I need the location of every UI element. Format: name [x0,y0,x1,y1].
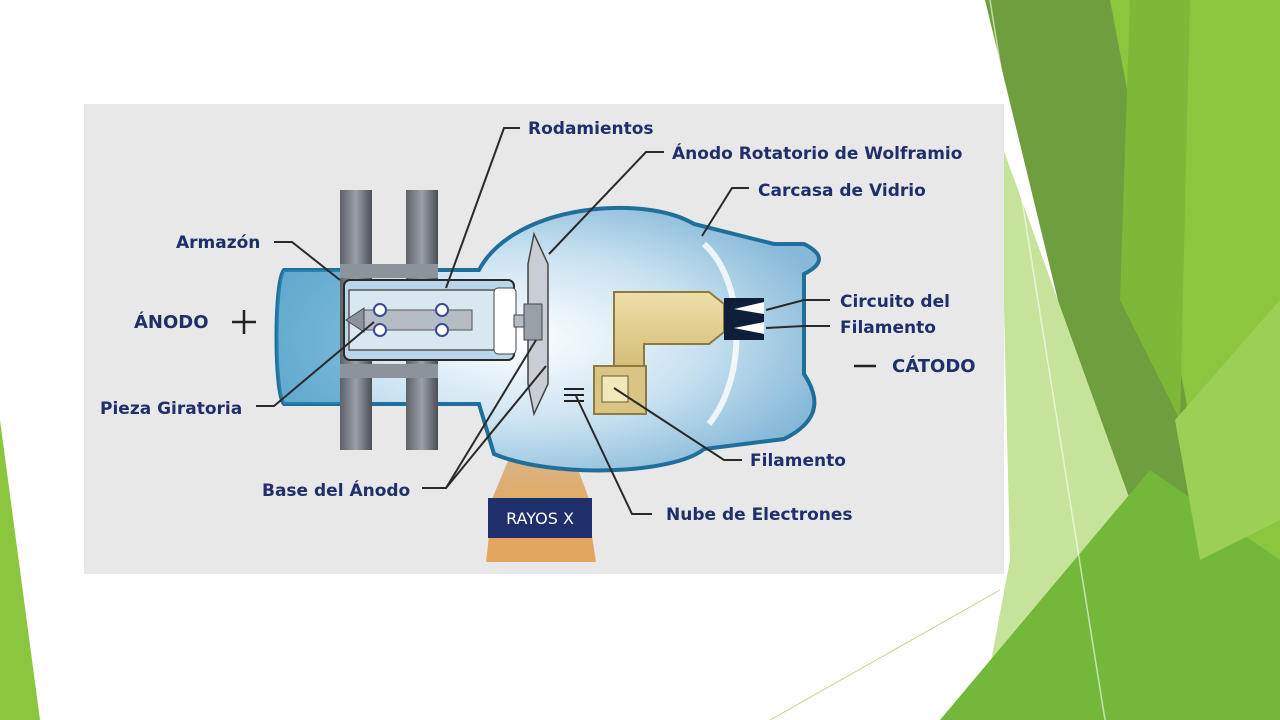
label-circuito-line2: Filamento [840,318,936,338]
label-anodo-rotatorio: Ánodo Rotatorio de Wolframio [672,142,962,164]
label-pieza-giratoria: Pieza Giratoria [100,399,242,419]
label-base-anodo: Base del Ánodo [262,479,410,501]
green-decoration-left [0,420,40,720]
rayos-x-box [488,498,592,538]
leader-lines [232,127,876,515]
xray-tube-diagram: RAYOS X Rodamientos Ánodo Rotatorio de W… [84,104,1004,574]
label-armazon: Armazón [176,233,260,253]
label-carcasa-vidrio: Carcasa de Vidrio [758,181,926,201]
label-anodo: ÁNODO [134,311,209,333]
label-filamento: Filamento [750,451,846,471]
label-rodamientos: Rodamientos [528,119,654,139]
label-catodo: CÁTODO [892,355,976,377]
label-nube-electrones: Nube de Electrones [666,505,853,525]
rayos-x-label: RAYOS X [506,509,574,528]
label-circuito-line1: Circuito del [840,292,950,312]
green-decoration-right [769,0,1280,720]
rotor-assembly [343,279,545,361]
